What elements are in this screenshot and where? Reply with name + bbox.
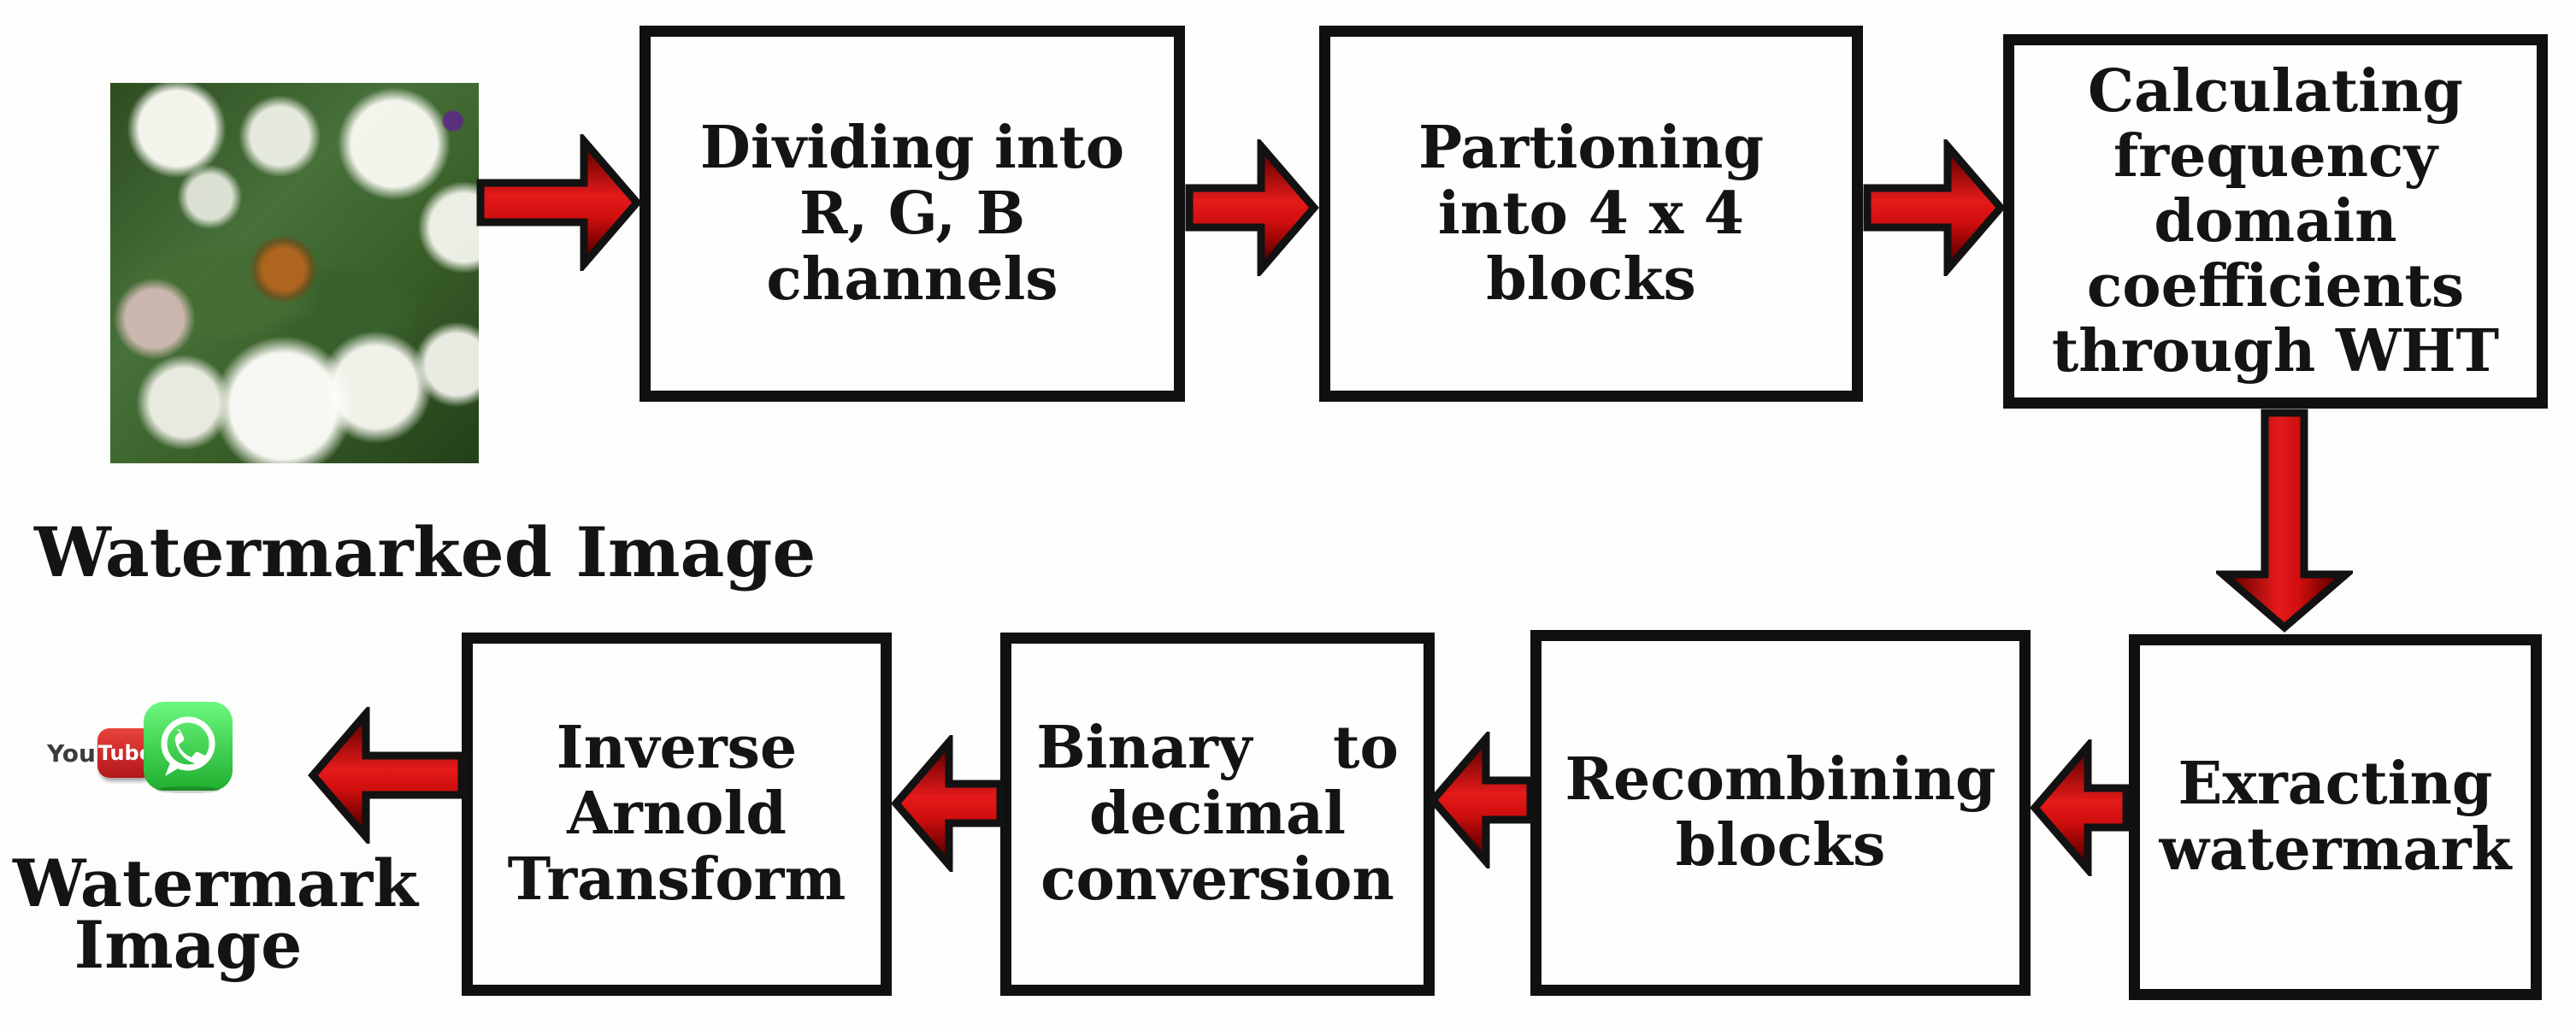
youtube-you-text: You — [47, 739, 96, 768]
process-box-divide-rgb-channels: Dividing into R, G, B channels — [640, 26, 1185, 402]
process-box-wht-coefficients: Calculating frequency domain coefficient… — [2003, 34, 2548, 409]
watermark-image-label: Watermark Image — [13, 845, 418, 983]
process-box-partition-blocks: Partioning into 4 x 4 blocks — [1319, 26, 1863, 402]
process-box-binary-to-decimal: Binary to decimal conversion — [1000, 633, 1435, 996]
arrow-partition-to-wht-icon — [1863, 139, 2006, 276]
box-text-line: channels — [766, 244, 1058, 314]
box-text-line: Exracting — [2178, 750, 2493, 818]
box-text-line: Arnold — [567, 780, 787, 848]
arrow-flower-to-divide-icon — [476, 134, 642, 271]
box-text-line: coefficients — [2086, 252, 2465, 321]
box-text-line: through WHT — [2051, 317, 2500, 386]
box-text-line: Dividing into — [699, 113, 1125, 182]
box-text-line: R, G, B — [799, 179, 1026, 248]
box-text-line: decimal — [1089, 780, 1346, 848]
whatsapp-icon — [144, 702, 233, 793]
watermark-image-label-line: Image — [74, 907, 303, 983]
box-text-line: blocks — [1675, 811, 1886, 880]
arrow-divide-to-partition-icon — [1185, 139, 1319, 276]
box-text-line: watermark — [2159, 815, 2512, 884]
watermarked-image-photo — [110, 83, 479, 463]
arrow-inverse-to-watermark-icon — [308, 707, 466, 844]
process-box-inverse-arnold: Inverse Arnold Transform — [462, 633, 892, 996]
arrow-extract-to-recombine-icon — [2030, 739, 2131, 876]
box-text-line: conversion — [1040, 845, 1394, 914]
watermarked-image-label: Watermarked Image — [34, 512, 816, 592]
arrow-wht-to-extract-icon — [2216, 409, 2353, 633]
box-text-line: into 4 x 4 — [1437, 179, 1745, 248]
box-text-line: frequency — [2113, 122, 2437, 191]
process-box-recombining-blocks: Recombining blocks — [1530, 630, 2031, 996]
box-text-line: Inverse — [556, 714, 798, 782]
box-text-line: domain — [2154, 187, 2397, 256]
arrow-recombine-to-binary-icon — [1428, 732, 1535, 868]
watermark-image-logos: You Tube — [47, 701, 244, 799]
box-text-line: Transform — [507, 845, 846, 914]
box-text-line: Binary to — [1036, 714, 1399, 782]
box-text-line: Recombining — [1565, 745, 1996, 814]
watermark-image-label-line: Watermark — [13, 845, 418, 921]
process-box-extracting-watermark: Exracting watermark — [2129, 634, 2542, 1000]
box-text-line: Partioning — [1418, 113, 1765, 182]
box-text-line: Calculating — [2088, 57, 2463, 126]
box-text-line: blocks — [1486, 244, 1696, 314]
youtube-logo-icon: You Tube — [47, 728, 154, 778]
arrow-binary-to-inverse-icon — [891, 735, 1005, 872]
